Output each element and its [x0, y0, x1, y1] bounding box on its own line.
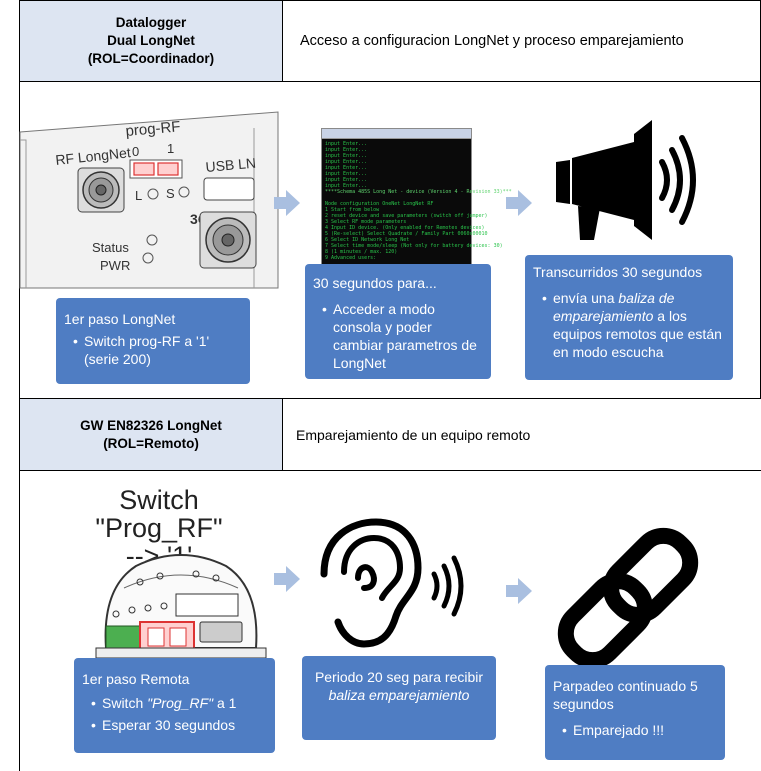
step-title: Parpadeo continuado 5 segundos — [553, 678, 698, 712]
console-line: 4 Input ID device. (Only enabled for Rem… — [325, 225, 485, 231]
step-title: 1er paso Remota — [82, 671, 190, 687]
step-title: Periodo 20 seg para recibir — [314, 669, 484, 685]
step-bullet: Switch "Prog_RF" a 1 — [91, 694, 267, 712]
header-title-line: GW EN82326 LongNet — [80, 417, 222, 433]
console-line: 2 reset device and save parameters (swit… — [325, 213, 488, 219]
step-title: Transcurridos 30 segundos — [533, 264, 703, 280]
console-line: input Enter... — [325, 141, 368, 147]
console-line: input Enter... — [325, 165, 368, 171]
label-prog-rf: prog-RF — [125, 118, 181, 140]
label-one: 1 — [167, 141, 174, 156]
step-title: 1er paso LongNet — [64, 311, 176, 327]
prog-rf-switch — [129, 159, 183, 179]
table-row-divider — [19, 470, 761, 471]
label-status: Status — [92, 240, 129, 255]
step-bullet: Emparejado !!! — [562, 721, 717, 739]
console-line: ****Schema 485S Long Net - device (Versi… — [325, 189, 512, 195]
step-bullet: envía una baliza de emparejamiento a los… — [542, 289, 725, 361]
bullet-text: Switch — [102, 695, 148, 711]
step-title-emphasis: baliza emparejamiento — [328, 687, 470, 703]
bullet-text: a 1 — [213, 695, 237, 711]
arrow-right-icon — [274, 190, 300, 216]
step-box-paired: Parpadeo continuado 5 segundos Emparejad… — [545, 665, 725, 760]
label-s: S — [166, 186, 175, 201]
bullet-emphasis: baliza de emparejamiento — [553, 290, 675, 324]
switch-caption: Switch "Prog_RF" --> '1' — [74, 486, 244, 570]
console-line: 9 Advanced users: — [325, 255, 377, 261]
label-pwr: PWR — [100, 258, 130, 273]
led-indicators: L S — [135, 186, 190, 203]
console-line: 6 Select ID Network Long Net — [325, 237, 410, 243]
console-line: Node configuration OneNet LongNet RF — [325, 201, 434, 207]
bullet-text: envía una — [553, 290, 619, 306]
console-line: input Enter... — [325, 177, 368, 183]
rf-connector-left — [77, 167, 125, 213]
header-title-line: Datalogger — [115, 15, 187, 30]
console-line: input Enter... — [325, 147, 368, 153]
console-line: input Enter... — [325, 159, 368, 165]
console-screenshot: input Enter...input Enter...input Enter.… — [321, 128, 512, 272]
console-line: input Enter... — [325, 183, 368, 189]
megaphone-icon — [556, 120, 696, 240]
rf-connector-3g — [199, 211, 257, 269]
label-usb: USB LN — [205, 155, 257, 175]
label-l: L — [135, 188, 142, 203]
section1-header-title: Datalogger Dual LongNet (ROL=Coordinador… — [20, 1, 282, 81]
step-title: 30 segundos para... — [313, 275, 437, 291]
step-bullet: Esperar 30 segundos — [91, 716, 267, 734]
table-border-left — [19, 0, 20, 771]
table-row-divider — [19, 81, 761, 82]
arrow-right-icon — [506, 190, 532, 216]
table-border-top — [19, 0, 761, 1]
label-rf-longnet: RF LongNet — [55, 144, 132, 168]
console-line: input Enter... — [325, 171, 368, 177]
step-box-remote: 1er paso Remota Switch "Prog_RF" a 1 Esp… — [74, 658, 275, 753]
bullet-emphasis: "Prog_RF" — [147, 695, 214, 711]
table-col-divider — [282, 398, 283, 471]
step-box-console: 30 segundos para... Acceder a modo conso… — [305, 264, 491, 379]
section1-header-description: Acceso a configuracion LongNet y proceso… — [300, 33, 684, 49]
section2-header-title: GW EN82326 LongNet (ROL=Remoto) — [20, 399, 282, 470]
table-col-divider — [282, 0, 283, 82]
console-line: 7 Select time mode/sleep (Not only for b… — [325, 243, 503, 249]
bullet-text: a los equipos remotos que están en modo … — [553, 308, 722, 360]
arrow-right-icon — [506, 578, 532, 604]
step-box-longnet: 1er paso LongNet Switch prog-RF a '1' (s… — [56, 298, 250, 384]
console-line: 8 (1 minutes / max. 120) — [325, 249, 398, 255]
console-line: 1 Start from below — [325, 207, 380, 213]
header-title-line: (ROL=Coordinador) — [87, 51, 215, 66]
console-line: input Enter... — [325, 153, 368, 159]
step-box-listen: Periodo 20 seg para recibir baliza empar… — [302, 656, 496, 740]
table-row-divider — [19, 398, 761, 399]
step-bullet: Switch prog-RF a '1' (serie 200) — [73, 332, 242, 368]
step-bullet: Acceder a modo consola y poder cambiar p… — [322, 300, 483, 372]
ear-icon — [320, 518, 464, 648]
chain-link-icon — [557, 527, 699, 669]
header-title-line: Dual LongNet — [107, 33, 195, 48]
header-title-line: (ROL=Remoto) — [103, 435, 199, 451]
console-titlebar — [322, 129, 471, 139]
caption-line: Switch "Prog_RF" — [95, 485, 223, 543]
arrow-right-icon — [274, 566, 300, 592]
step-box-beacon: Transcurridos 30 segundos envía una bali… — [525, 255, 733, 380]
usb-port — [203, 177, 255, 201]
bullet-text: Esperar 30 segundos — [102, 717, 236, 733]
section2-header-description: Emparejamiento de un equipo remoto — [296, 426, 531, 443]
console-text: input Enter...input Enter...input Enter.… — [322, 139, 512, 263]
label-zero: 0 — [132, 144, 139, 159]
datalogger-device-image: RF LongNet prog-RF 0 1 USB LN L S 3G Sta… — [19, 111, 279, 289]
remote-device-image — [95, 554, 267, 659]
console-line: 3 Select RF mode parameters — [325, 219, 407, 225]
console-line: 5 (Re-select) Select Quadrate / Family P… — [325, 231, 488, 237]
